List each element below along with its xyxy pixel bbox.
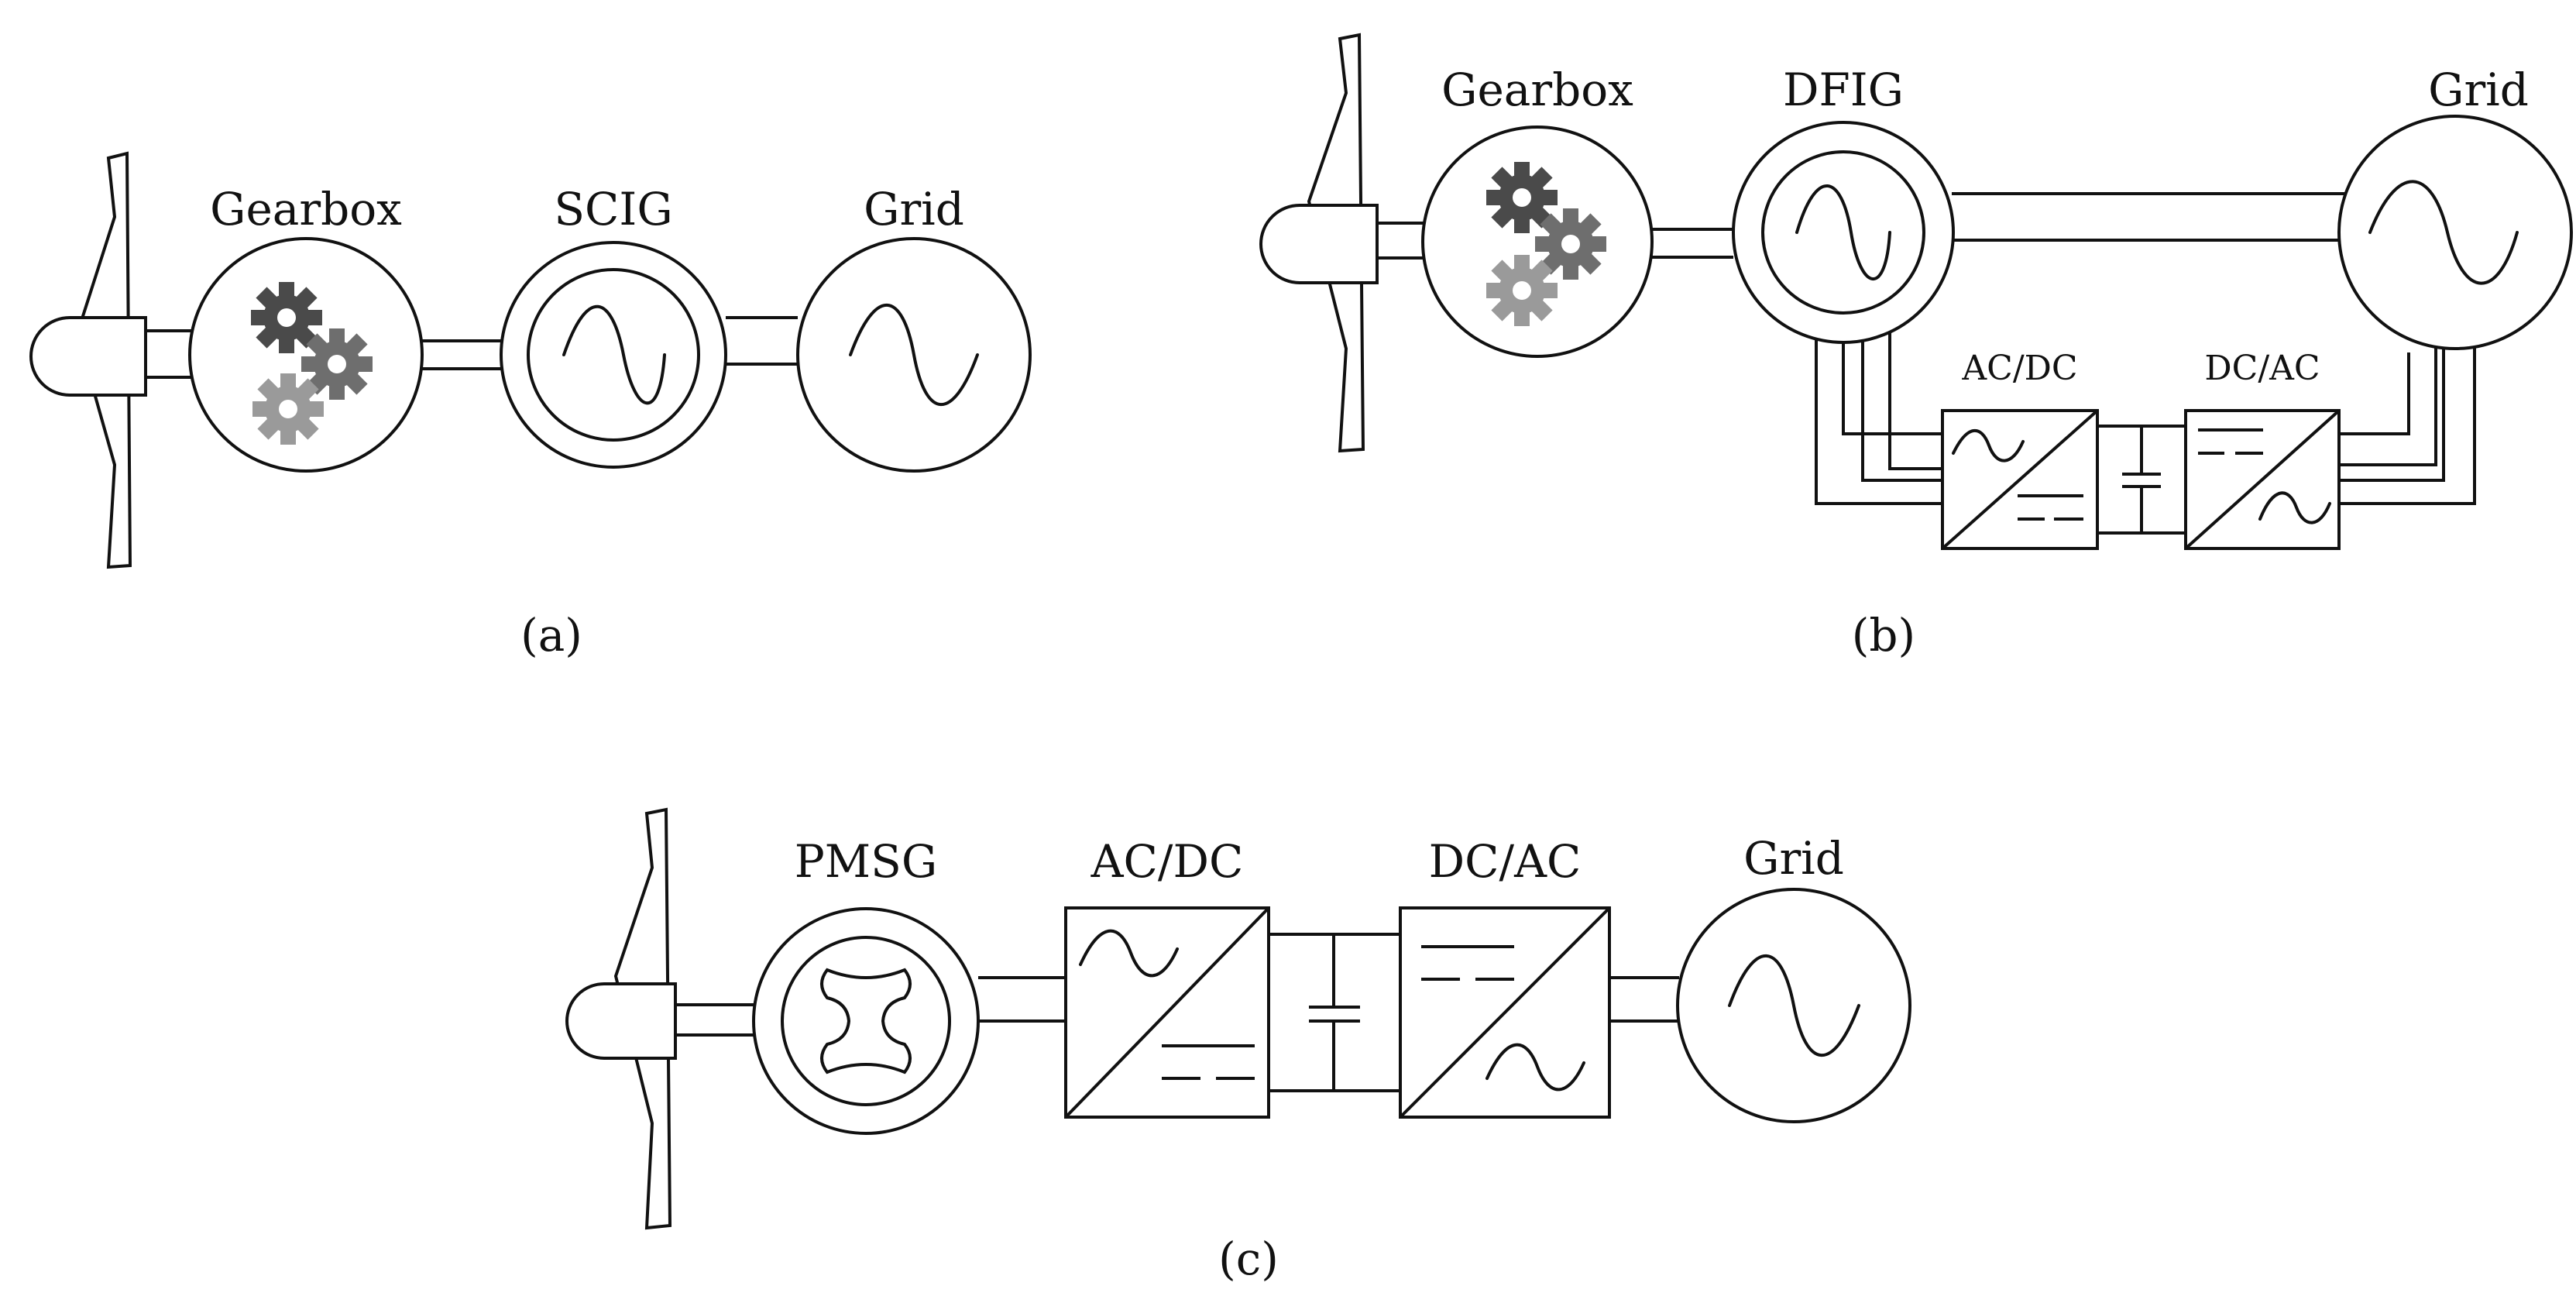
- ac-wave-icon: [1079, 929, 1179, 978]
- label-gearbox-b: Gearbox: [1441, 64, 1633, 116]
- label-scig-a: SCIG: [554, 183, 672, 236]
- dc-lines-icon: [2198, 428, 2263, 455]
- label-grid-c: Grid: [1743, 832, 1844, 885]
- turbine-hub-b: [1259, 204, 1379, 284]
- capacitor-icon: [1309, 1006, 1360, 1023]
- gear-icon: [1486, 255, 1558, 326]
- panel-a: Gearbox SCIG Grid (a): [29, 151, 1032, 662]
- panel-b: Gearbox DFIG Grid AC/DC DC/AC (b): [1259, 33, 2573, 662]
- label-inverter-b: DC/AC: [2204, 349, 2320, 388]
- ac-wave-icon: [2368, 180, 2519, 285]
- dc-lines-icon: [1162, 1044, 1255, 1080]
- ac-wave-icon: [1952, 429, 2025, 462]
- capacitor-icon: [2122, 473, 2161, 488]
- rotor-line-b-outer: [1815, 325, 1942, 505]
- label-grid-a: Grid: [864, 183, 964, 236]
- permanent-magnet-icon: [820, 968, 912, 1074]
- label-dfig-b: DFIG: [1783, 64, 1904, 116]
- ac-wave-icon: [562, 304, 666, 405]
- label-rectifier-b: AC/DC: [1961, 349, 2077, 388]
- label-gearbox-a: Gearbox: [210, 183, 402, 236]
- label-inverter-c: DC/AC: [1429, 835, 1582, 888]
- panel-c: PMSG AC/DC DC/AC Grid (c): [565, 807, 1911, 1285]
- ac-wave-icon: [1795, 184, 1891, 280]
- grid-source-b: [2337, 115, 2573, 350]
- stator-line-b: [1952, 192, 2347, 242]
- dc-link-b: [2097, 425, 2186, 535]
- turbine-hub-a: [29, 316, 147, 397]
- caption-b: (b): [1852, 609, 1915, 662]
- label-pmsg-c: PMSG: [795, 835, 937, 888]
- caption-c: (c): [1218, 1233, 1279, 1285]
- line-c2: [978, 976, 1066, 1023]
- gear-icon: [252, 373, 324, 445]
- ac-wave-icon: [1728, 954, 1860, 1057]
- line-a3: [726, 316, 798, 366]
- caption-a: (a): [520, 609, 582, 662]
- dc-lines-icon: [1421, 945, 1514, 981]
- shaft-b2: [1652, 228, 1733, 259]
- label-rectifier-c: AC/DC: [1091, 835, 1244, 888]
- shaft-a1: [146, 329, 192, 379]
- gearbox-a: [188, 237, 424, 473]
- ac-wave-icon: [2258, 491, 2331, 524]
- line-c3: [1609, 976, 1679, 1023]
- ac-wave-icon: [1485, 1043, 1585, 1092]
- shaft-b1: [1377, 222, 1425, 260]
- dc-link-c: [1269, 933, 1400, 1092]
- shaft-a2: [422, 339, 502, 370]
- turbine-hub-c: [565, 982, 677, 1060]
- rotor-line-b-inner: [1842, 333, 1942, 470]
- label-grid-b: Grid: [2428, 64, 2529, 116]
- ac-wave-icon: [849, 304, 979, 406]
- grid-line-b: [2339, 318, 2476, 505]
- dc-lines-icon: [2018, 494, 2083, 521]
